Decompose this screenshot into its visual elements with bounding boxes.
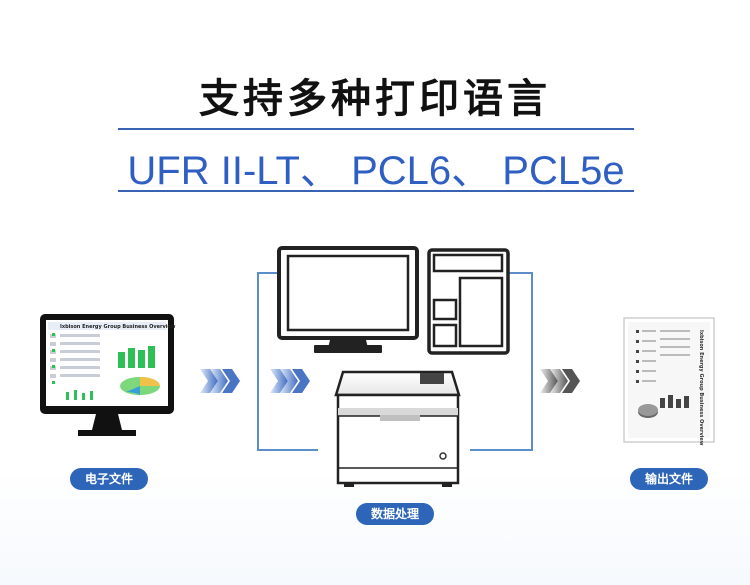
monitor-icon: Ixbison Energy Group Business Overview xyxy=(40,314,176,436)
title-divider-bottom xyxy=(118,190,634,192)
chevron-arrows-icon xyxy=(270,369,310,393)
desktop-monitor-icon xyxy=(277,246,419,353)
connector-frame xyxy=(257,272,533,451)
computer-case-icon xyxy=(427,248,510,355)
chevron-arrows-icon xyxy=(540,369,580,393)
label-electronic-file: 电子文件 xyxy=(70,468,148,490)
title-divider-top xyxy=(118,128,634,130)
paper-title: Ixbison Energy Group Business Overview xyxy=(698,330,704,446)
monitor-screen-title: Ixbison Energy Group Business Overview xyxy=(60,324,176,330)
label-data-processing: 数据处理 xyxy=(356,503,434,525)
page-subtitle: UFR II-LT、 PCL6、 PCL5e xyxy=(127,149,625,193)
chevron-arrows-icon xyxy=(200,369,240,393)
printer-icon xyxy=(334,370,461,487)
label-output-file: 输出文件 xyxy=(630,468,708,490)
printed-document-icon: Ixbison Energy Group Business Overview xyxy=(623,317,715,446)
page-title: 支持多种打印语言 xyxy=(199,76,551,122)
